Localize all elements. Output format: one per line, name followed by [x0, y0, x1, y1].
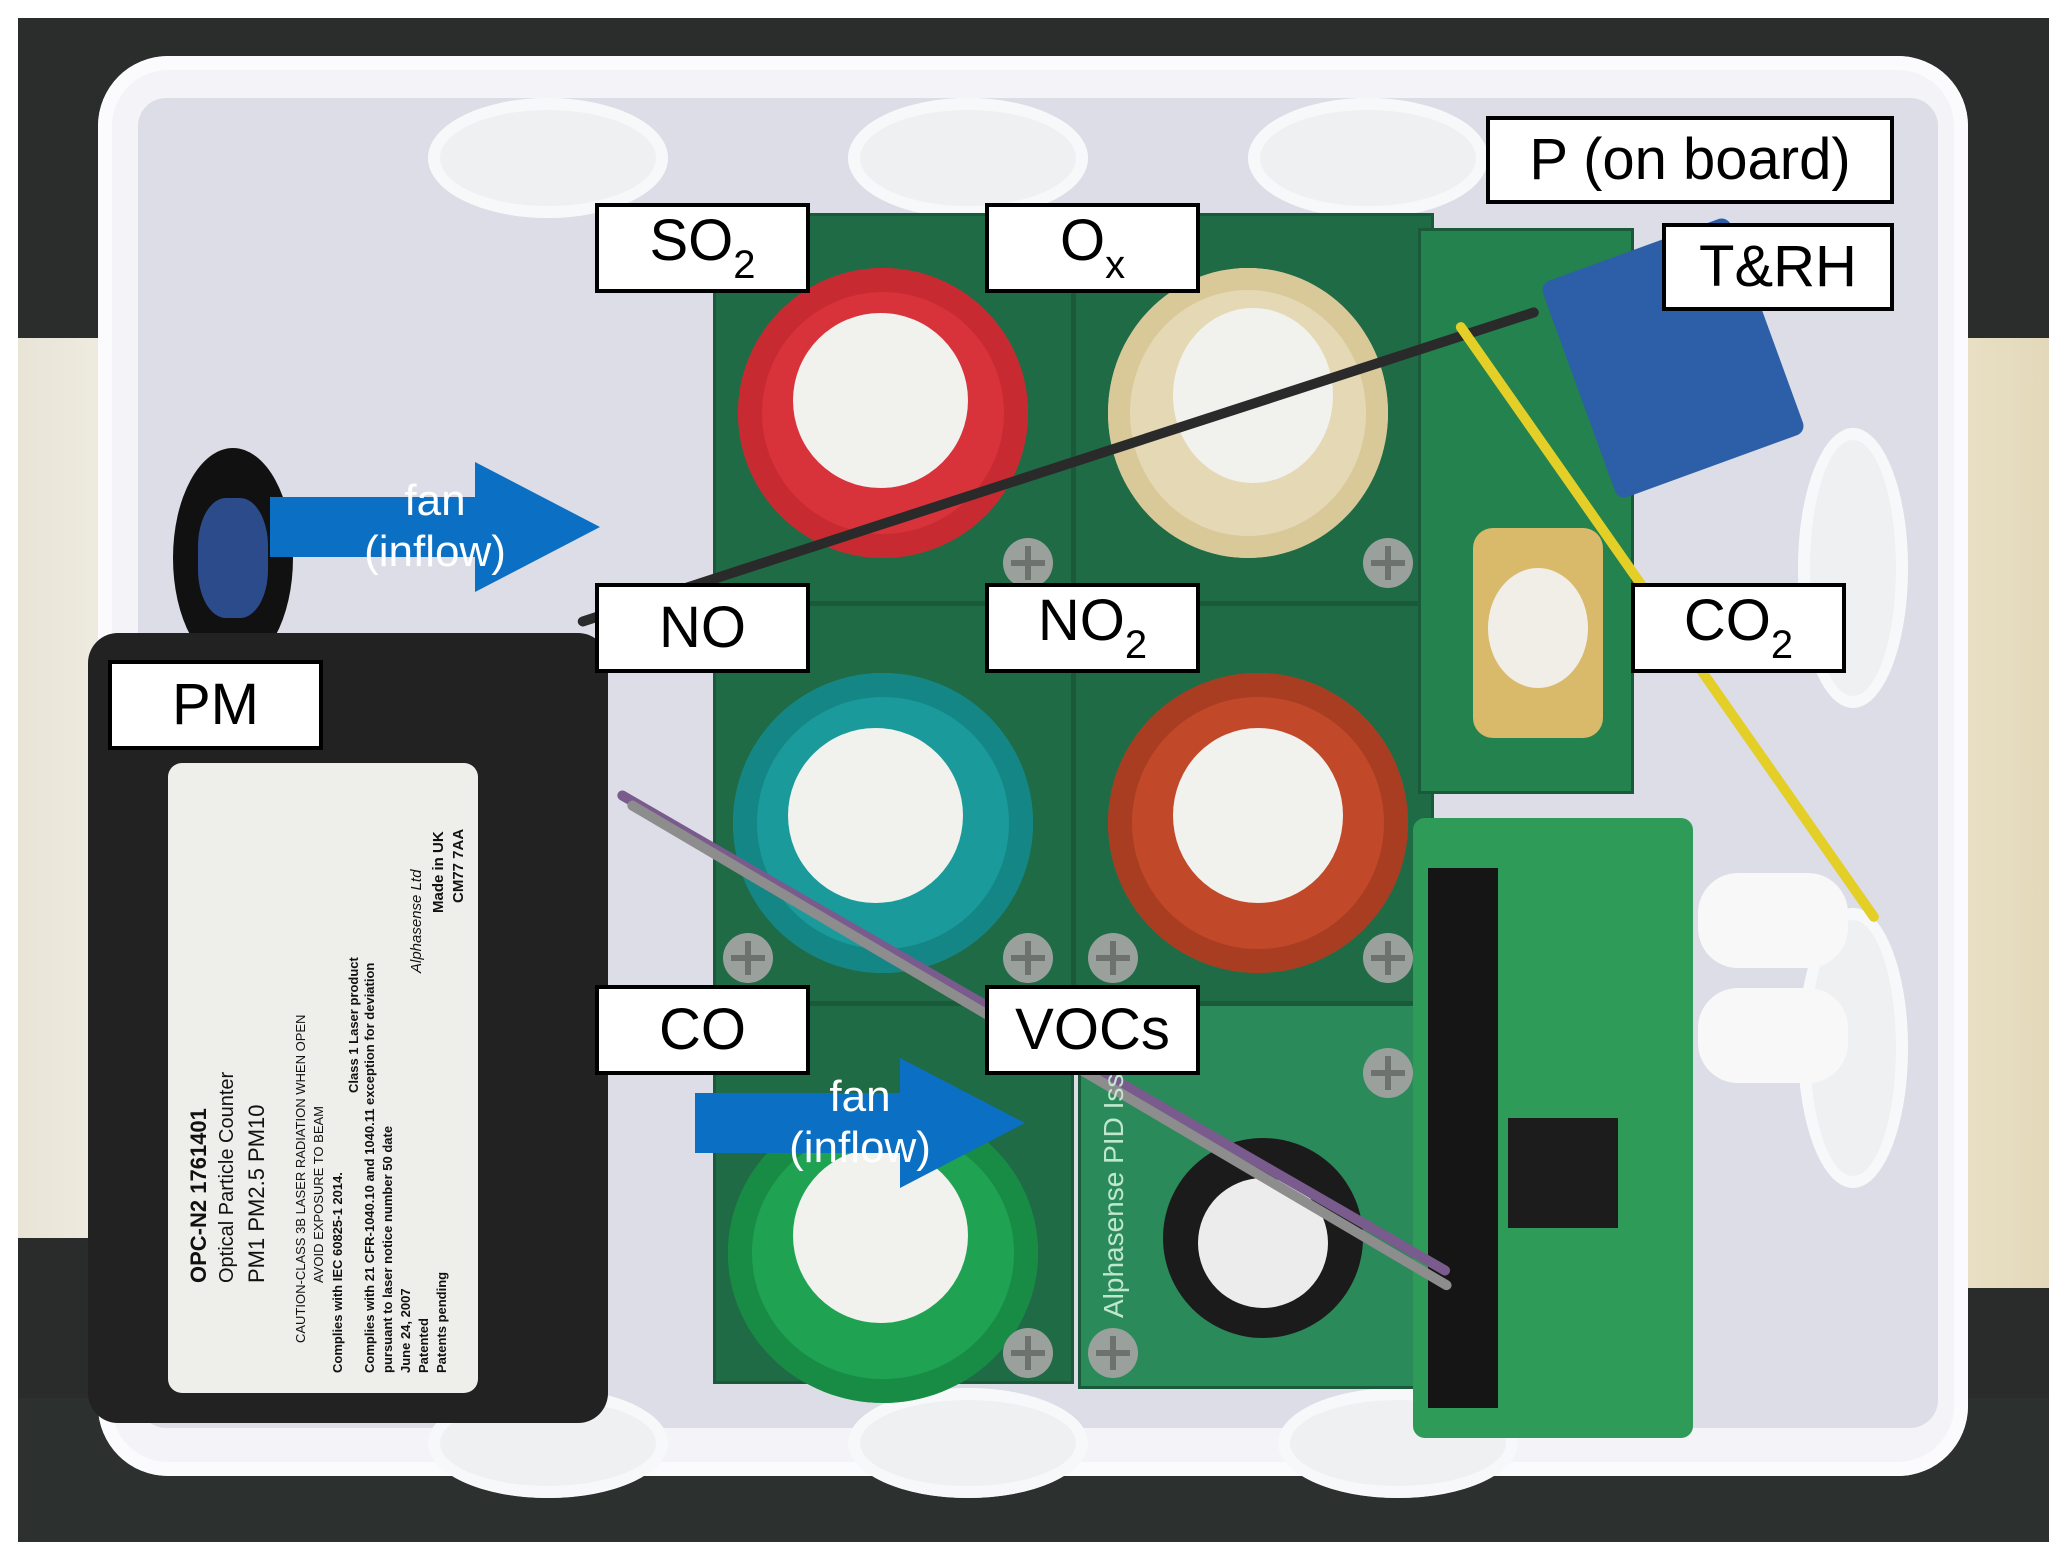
- screw: [1003, 1328, 1053, 1378]
- fan-inflow-arrow: fan (inflow): [695, 1058, 1025, 1188]
- inlet-fan: [173, 448, 293, 668]
- label-pm: PM: [108, 660, 323, 750]
- co2-sensor: [1473, 528, 1603, 738]
- screw: [1003, 538, 1053, 588]
- opc-postcode: CM77 7AA: [450, 828, 467, 903]
- label-text: NO: [659, 595, 746, 660]
- label-text: T&RH: [1699, 234, 1857, 299]
- screw: [1088, 933, 1138, 983]
- arrow-label: fan (inflow): [270, 462, 600, 592]
- no-sensor: [733, 673, 1033, 973]
- arrow-label-line: fan: [404, 476, 466, 526]
- screw: [1003, 933, 1053, 983]
- cable-gland: [428, 98, 668, 218]
- opc-patented: Patented: [416, 1318, 431, 1373]
- opc-label: OPC-N2 1761401 Optical Particle Counter …: [168, 763, 478, 1393]
- fan-sticker: [198, 498, 268, 618]
- screw: [1363, 933, 1413, 983]
- label-pressure: P (on board): [1486, 116, 1894, 204]
- screw: [1363, 1048, 1413, 1098]
- cable-gland: [1248, 98, 1488, 218]
- arrow-right-icon: [270, 462, 600, 592]
- opc-caution: CAUTION-CLASS 3B LASER RADIATION WHEN OP…: [293, 1014, 308, 1343]
- opc-compliance: Complies with IEC 60825-1 2014.: [330, 1172, 345, 1373]
- label-text: PM: [172, 672, 259, 737]
- opc-pending: Patents pending: [434, 1271, 449, 1373]
- opc-channels: PM1 PM2.5 PM10: [244, 1104, 269, 1283]
- label-vocs: VOCs: [985, 985, 1200, 1075]
- arrow-label-line: fan: [829, 1072, 891, 1122]
- usb-plug: [1698, 988, 1848, 1083]
- label-text: CO2: [1683, 587, 1794, 667]
- label-text: VOCs: [1015, 997, 1170, 1062]
- arrow-label: fan (inflow): [695, 1058, 1025, 1188]
- gpio-header: [1428, 868, 1498, 1408]
- label-co2: CO2: [1631, 583, 1846, 673]
- opc-name: Optical Particle Counter: [216, 1071, 238, 1283]
- voc-board-text: Alphasense PID Iss.2: [1098, 1050, 1129, 1318]
- arrow-label-line: (inflow): [364, 527, 506, 576]
- opc-compliance: Complies with 21 CFR-1040.10 and 1040.11…: [362, 962, 377, 1373]
- arrow-right-icon: [695, 1058, 1025, 1188]
- cable-gland: [848, 98, 1088, 218]
- opc-model: OPC-N2 1761401: [186, 1108, 211, 1283]
- label-text: P (on board): [1529, 127, 1851, 192]
- usb-plug: [1698, 873, 1848, 968]
- screw: [723, 933, 773, 983]
- label-so2: SO2: [595, 203, 810, 293]
- opc-class: Class 1 Laser product: [346, 957, 361, 1093]
- label-temperature-humidity: T&RH: [1662, 223, 1894, 311]
- no2-sensor: [1108, 673, 1408, 973]
- label-ox: Ox: [985, 203, 1200, 293]
- opc-maker: Alphasense Ltd: [408, 869, 425, 973]
- opc-caution: AVOID EXPOSURE TO BEAM: [311, 1106, 326, 1283]
- opc-compliance: pursuant to laser notice number 50 date: [380, 1125, 395, 1373]
- opc-made-in: Made in UK: [430, 831, 447, 913]
- cable-gland: [848, 1388, 1088, 1498]
- memory-chip: [1508, 1118, 1618, 1228]
- label-no: NO: [595, 583, 810, 673]
- label-text: CO: [659, 997, 746, 1062]
- label-text: NO2: [1037, 587, 1148, 667]
- label-text: SO2: [649, 207, 756, 287]
- arrow-label-line: (inflow): [789, 1123, 931, 1172]
- label-co: CO: [595, 985, 810, 1075]
- screw: [1363, 538, 1413, 588]
- opc-date: June 24, 2007: [398, 1288, 413, 1373]
- so2-sensor: [738, 268, 1028, 558]
- screw: [1088, 1328, 1138, 1378]
- ox-sensor: [1108, 268, 1388, 558]
- fan-inflow-arrow: fan (inflow): [270, 462, 600, 592]
- label-text: Ox: [1059, 207, 1126, 287]
- label-no2: NO2: [985, 583, 1200, 673]
